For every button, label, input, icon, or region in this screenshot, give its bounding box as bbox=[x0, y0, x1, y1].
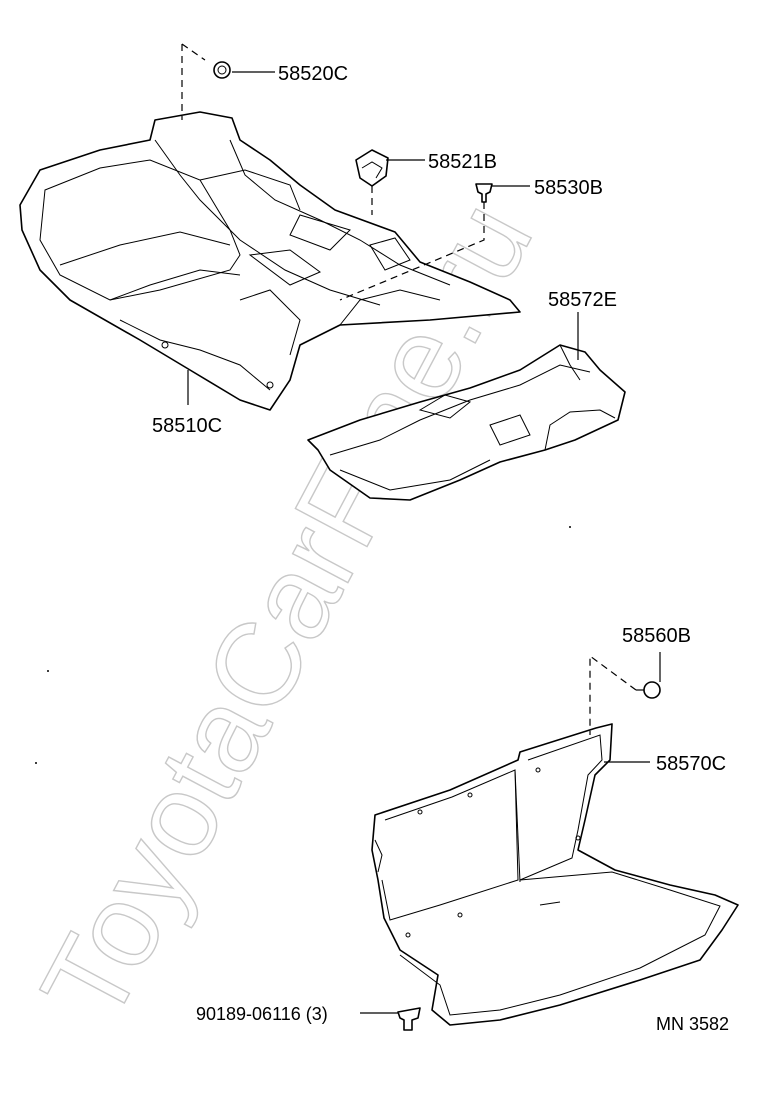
carpet-clip-58560b bbox=[636, 681, 661, 699]
carpet-clip-58530b bbox=[475, 183, 493, 203]
label-58510c: 58510C bbox=[152, 415, 222, 437]
front-floor-carpet bbox=[19, 111, 521, 411]
clip-90189-06116 bbox=[397, 1007, 421, 1031]
luggage-mat bbox=[371, 723, 739, 1026]
label-58560b: 58560B bbox=[622, 625, 691, 647]
scan-speck bbox=[35, 762, 37, 764]
carpet-clip-58521b bbox=[355, 149, 389, 187]
label-58521b: 58521B bbox=[428, 151, 497, 173]
label-90189-06116: 90189-06116 (3) bbox=[196, 1004, 328, 1024]
scan-speck bbox=[47, 670, 49, 672]
assembly-line-58520c bbox=[181, 43, 206, 120]
label-58572e: 58572E bbox=[548, 289, 617, 311]
assembly-line-58560b bbox=[589, 654, 637, 735]
carpet-holder-58520c bbox=[213, 61, 231, 79]
assembly-line-58530b bbox=[339, 202, 485, 301]
label-58530b: 58530B bbox=[534, 177, 603, 199]
rear-floor-carpet bbox=[307, 344, 626, 501]
label-58520c: 58520C bbox=[278, 63, 348, 85]
label-58570c: 58570C bbox=[656, 753, 726, 775]
drawing-code: MN 3582 bbox=[656, 1014, 729, 1034]
scan-speck bbox=[569, 526, 571, 528]
